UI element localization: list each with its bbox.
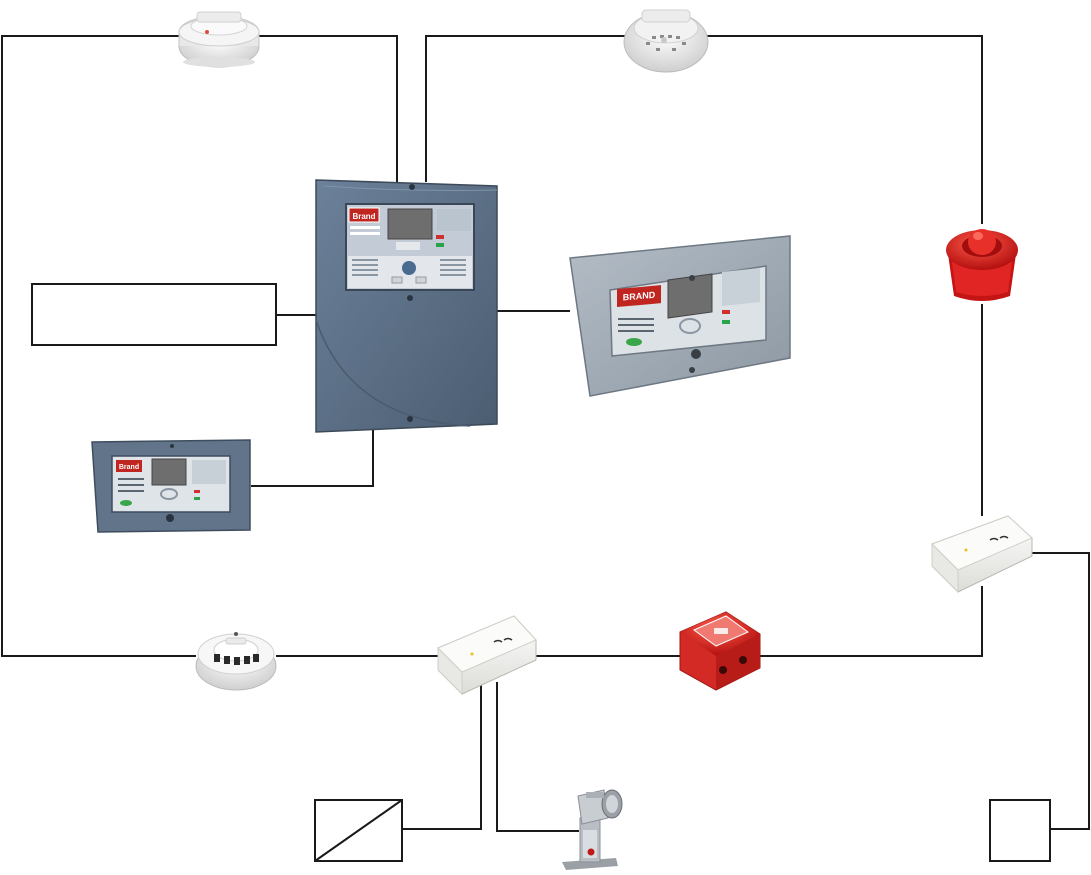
wire-module-to-converter [402,682,482,830]
io-module-icon [437,615,537,696]
io-module-icon [931,515,1033,594]
wire-loop-left [1,35,196,657]
converter-symbol-icon [314,799,403,862]
fire-brigade-indicator-panel-large: BRAND [569,235,791,397]
external-connection-box [31,283,277,346]
wire-module-to-relay [1030,552,1090,830]
wire-panel-to-small-ip [251,430,374,487]
wire-top-left-to-panel [258,35,398,182]
ip-large-brand-label: BRAND [623,290,656,303]
smoke-detector-icon [195,632,277,691]
relay-box [989,799,1051,862]
wire-module-to-callpoint [758,586,983,657]
fire-alarm-control-panel: Brand [315,179,498,433]
wire-panel-to-heat-detector [425,35,628,182]
wire-module-to-door-magnet [496,682,579,832]
fire-brigade-indicator-panel-small: Brand [91,439,251,533]
ip-small-brand-label: Brand [119,464,139,471]
wire-heat-detector-to-sounder [706,35,983,224]
door-magnet-icon [562,789,623,870]
call-point-icon [679,611,761,691]
sounder-icon [946,229,1018,301]
wiring [1,35,1090,832]
heat-detector-icon [623,9,709,73]
smoke-detector-icon [178,11,260,68]
cp-brand-label: Brand [352,212,375,221]
